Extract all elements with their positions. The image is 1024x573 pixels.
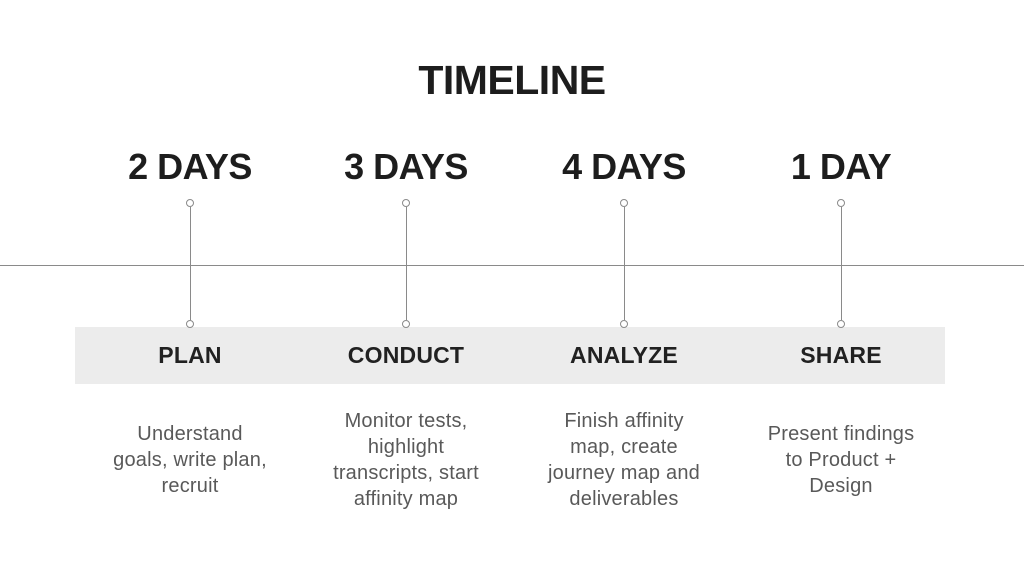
connector-line: [405, 207, 407, 320]
connector-dot-top-icon: [186, 199, 194, 207]
phase-description: Present findings to Product + Design: [767, 422, 915, 497]
connector: [402, 199, 410, 328]
phase-description: Monitor tests, highlight transcripts, st…: [333, 409, 479, 510]
duration-label: 3 DAYS: [344, 146, 468, 187]
connector-line: [623, 207, 625, 320]
timeline-column-conduct: 3 DAYS CONDUCT Monitor tests, highlight …: [291, 0, 521, 573]
duration-label: 2 DAYS: [128, 146, 252, 187]
timeline-column-analyze: 4 DAYS ANALYZE Finish affinity map, crea…: [509, 0, 739, 573]
connector-dot-top-icon: [620, 199, 628, 207]
connector: [186, 199, 194, 328]
timeline-axis-line: [0, 265, 1024, 266]
timeline-column-plan: 2 DAYS PLAN Understand goals, write plan…: [75, 0, 305, 573]
phase-label: CONDUCT: [347, 342, 465, 368]
connector-dot-bottom-icon: [620, 320, 628, 328]
connector-dot-top-icon: [402, 199, 410, 207]
phase-description: Finish affinity map, create journey map …: [548, 409, 700, 510]
duration-label: 1 DAY: [790, 146, 892, 187]
connector-dot-top-icon: [837, 199, 845, 207]
phase-band: [75, 327, 945, 384]
phase-label: ANALYZE: [570, 342, 678, 368]
timeline-column-share: 1 DAY SHARE Present findings to Product …: [726, 0, 956, 573]
connector: [620, 199, 628, 328]
connector-line: [840, 207, 842, 320]
connector-line: [189, 207, 191, 320]
slide-title: TIMELINE: [418, 57, 606, 103]
connector-dot-bottom-icon: [402, 320, 410, 328]
phase-label: PLAN: [158, 342, 222, 368]
phase-description: Understand goals, write plan, recruit: [113, 422, 267, 497]
connector-dot-bottom-icon: [186, 320, 194, 328]
connector: [837, 199, 845, 328]
connector-dot-bottom-icon: [837, 320, 845, 328]
duration-label: 4 DAYS: [562, 146, 686, 187]
phase-label: SHARE: [800, 342, 882, 368]
